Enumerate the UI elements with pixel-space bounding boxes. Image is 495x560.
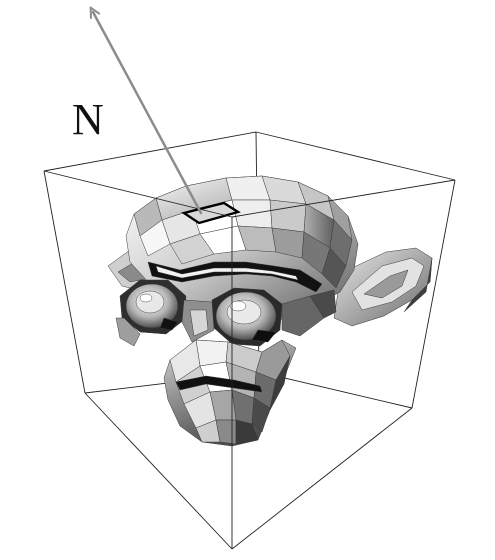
cube-edge bbox=[84, 392, 233, 550]
cheeks bbox=[115, 289, 337, 347]
cube-edge bbox=[43, 131, 257, 172]
cube-edge bbox=[231, 179, 456, 218]
bounding-box-front bbox=[43, 170, 456, 550]
cube-edge bbox=[411, 179, 456, 409]
normal-vector-arrow bbox=[93, 12, 203, 215]
muzzle bbox=[163, 339, 297, 447]
right-eye bbox=[211, 287, 283, 347]
cube-edge bbox=[43, 170, 233, 218]
selected-face bbox=[181, 201, 241, 225]
monkey-head-mesh bbox=[107, 175, 433, 447]
right-ear bbox=[333, 247, 433, 327]
normal-label: N bbox=[72, 95, 104, 144]
cube-edge bbox=[43, 170, 86, 394]
cube-edge bbox=[255, 131, 456, 181]
left-eye bbox=[119, 279, 187, 335]
cube-edge bbox=[231, 407, 413, 550]
